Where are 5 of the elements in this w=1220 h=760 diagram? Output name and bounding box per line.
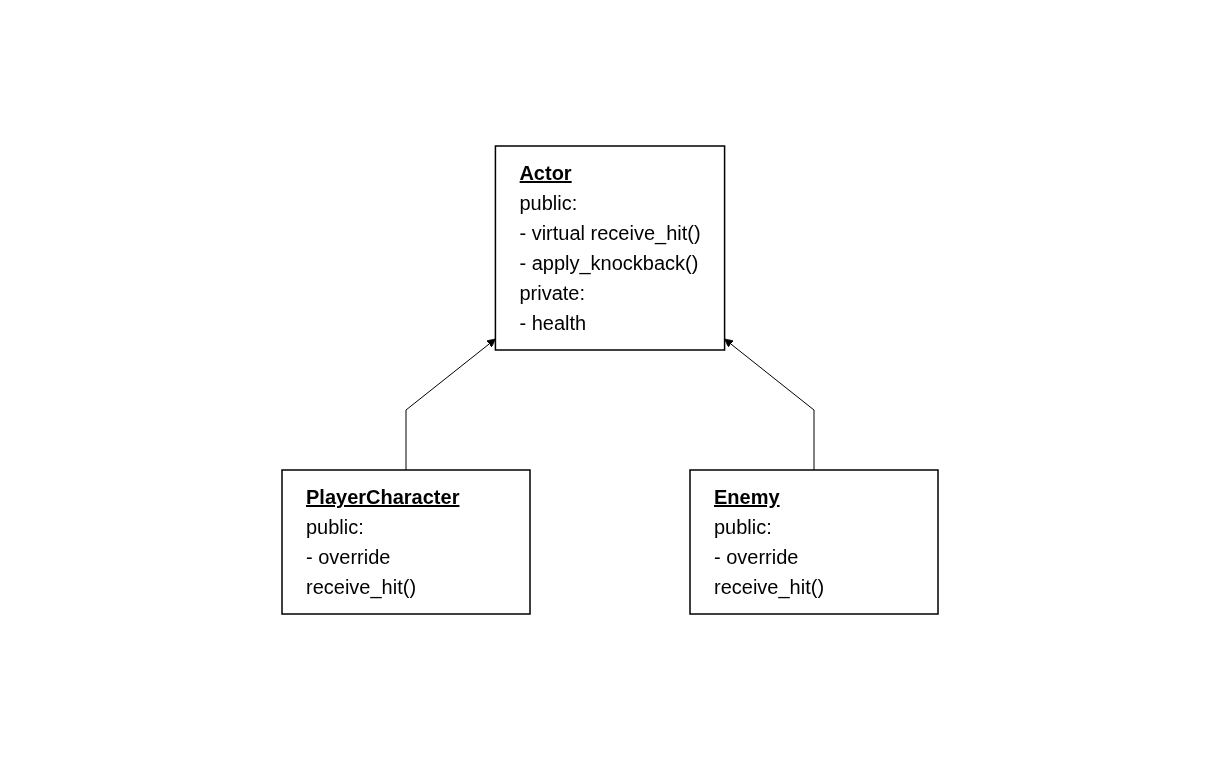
node-box: Enemy public: - override receive_hit() [689,469,939,615]
node-box: Actor public: - virtual receive_hit() - apply_knockback() private: - health [494,145,726,351]
arrow [405,338,496,471]
node-box: PlayerCharacter public: - override receive_hit() [281,469,531,615]
arrow [724,338,815,471]
